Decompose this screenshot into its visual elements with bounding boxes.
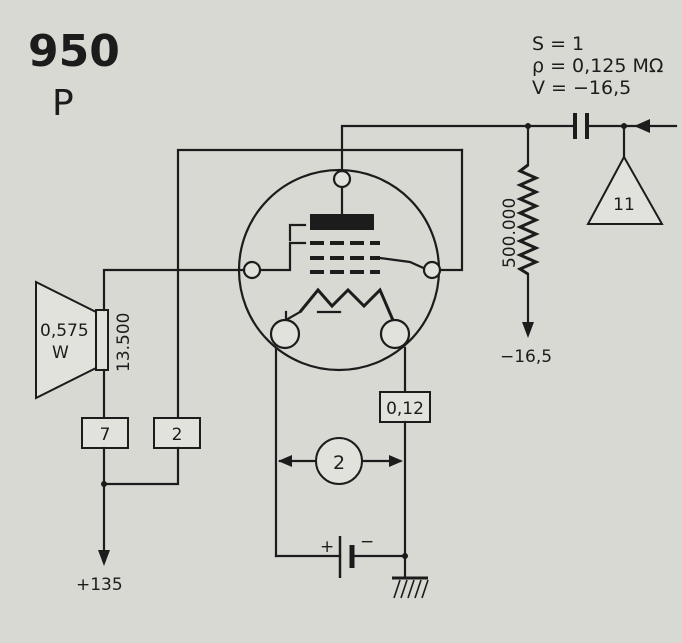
- battery-minus: −: [360, 532, 374, 552]
- grid-lead: [378, 256, 430, 272]
- screen-lead-top: [288, 223, 307, 242]
- ground-icon: [392, 576, 429, 599]
- ground-junction: [402, 553, 408, 559]
- supply-join-wire: [102, 446, 180, 486]
- screen-lead: [256, 241, 307, 272]
- pin-grid: [422, 260, 442, 280]
- filament-voltage-label: 2: [333, 452, 345, 474]
- grid-resistor: [516, 163, 540, 276]
- grid-electrode: [310, 241, 380, 274]
- speaker-coil: [95, 309, 109, 371]
- pin-filament-left: [269, 318, 301, 350]
- speaker-top-wire: [102, 268, 246, 312]
- tube-number: 950: [28, 26, 120, 77]
- filament-left-lead: [284, 310, 302, 322]
- spec-s: S = 1: [532, 33, 584, 55]
- input-stage-triangle: [586, 154, 664, 225]
- speaker-power: 0,575: [40, 321, 89, 341]
- spec-rho: ρ = 0,125 MΩ: [532, 55, 663, 77]
- grid-resistor-value: 500.000: [500, 198, 520, 268]
- spec-v: V = −16,5: [532, 77, 631, 99]
- bias-arrow-icon: [522, 322, 534, 338]
- input-stage-label: 11: [613, 195, 635, 215]
- supply-voltage: +135: [76, 575, 123, 595]
- supply-arrow-icon: [98, 550, 110, 566]
- pin-screen: [242, 260, 262, 280]
- input-arrow-icon: [634, 119, 650, 133]
- bias-voltage: −16,5: [500, 347, 552, 367]
- supply-junction: [101, 481, 107, 487]
- plate-top-wire: [340, 124, 577, 173]
- speaker-unit: W: [52, 343, 69, 363]
- pin-filament-right: [379, 318, 411, 350]
- box-012-label: 0,12: [386, 399, 424, 419]
- speaker-impedance: 13.500: [114, 313, 134, 372]
- grid-side-wire: [438, 148, 464, 272]
- pin-plate: [332, 169, 352, 189]
- battery-plus: +: [320, 537, 334, 557]
- filament: [298, 287, 397, 326]
- indicator-right-arrow-icon: [389, 455, 403, 467]
- plate-anode: [310, 214, 374, 230]
- screen-supply-wire: [176, 148, 464, 420]
- filament-voltage-circle: [315, 437, 363, 485]
- tube-suffix: P: [52, 83, 74, 124]
- indicator-left-arrow-icon: [278, 455, 292, 467]
- box-2-label: 2: [172, 425, 183, 445]
- resistor-junction: [525, 123, 531, 129]
- box-7-label: 7: [100, 425, 111, 445]
